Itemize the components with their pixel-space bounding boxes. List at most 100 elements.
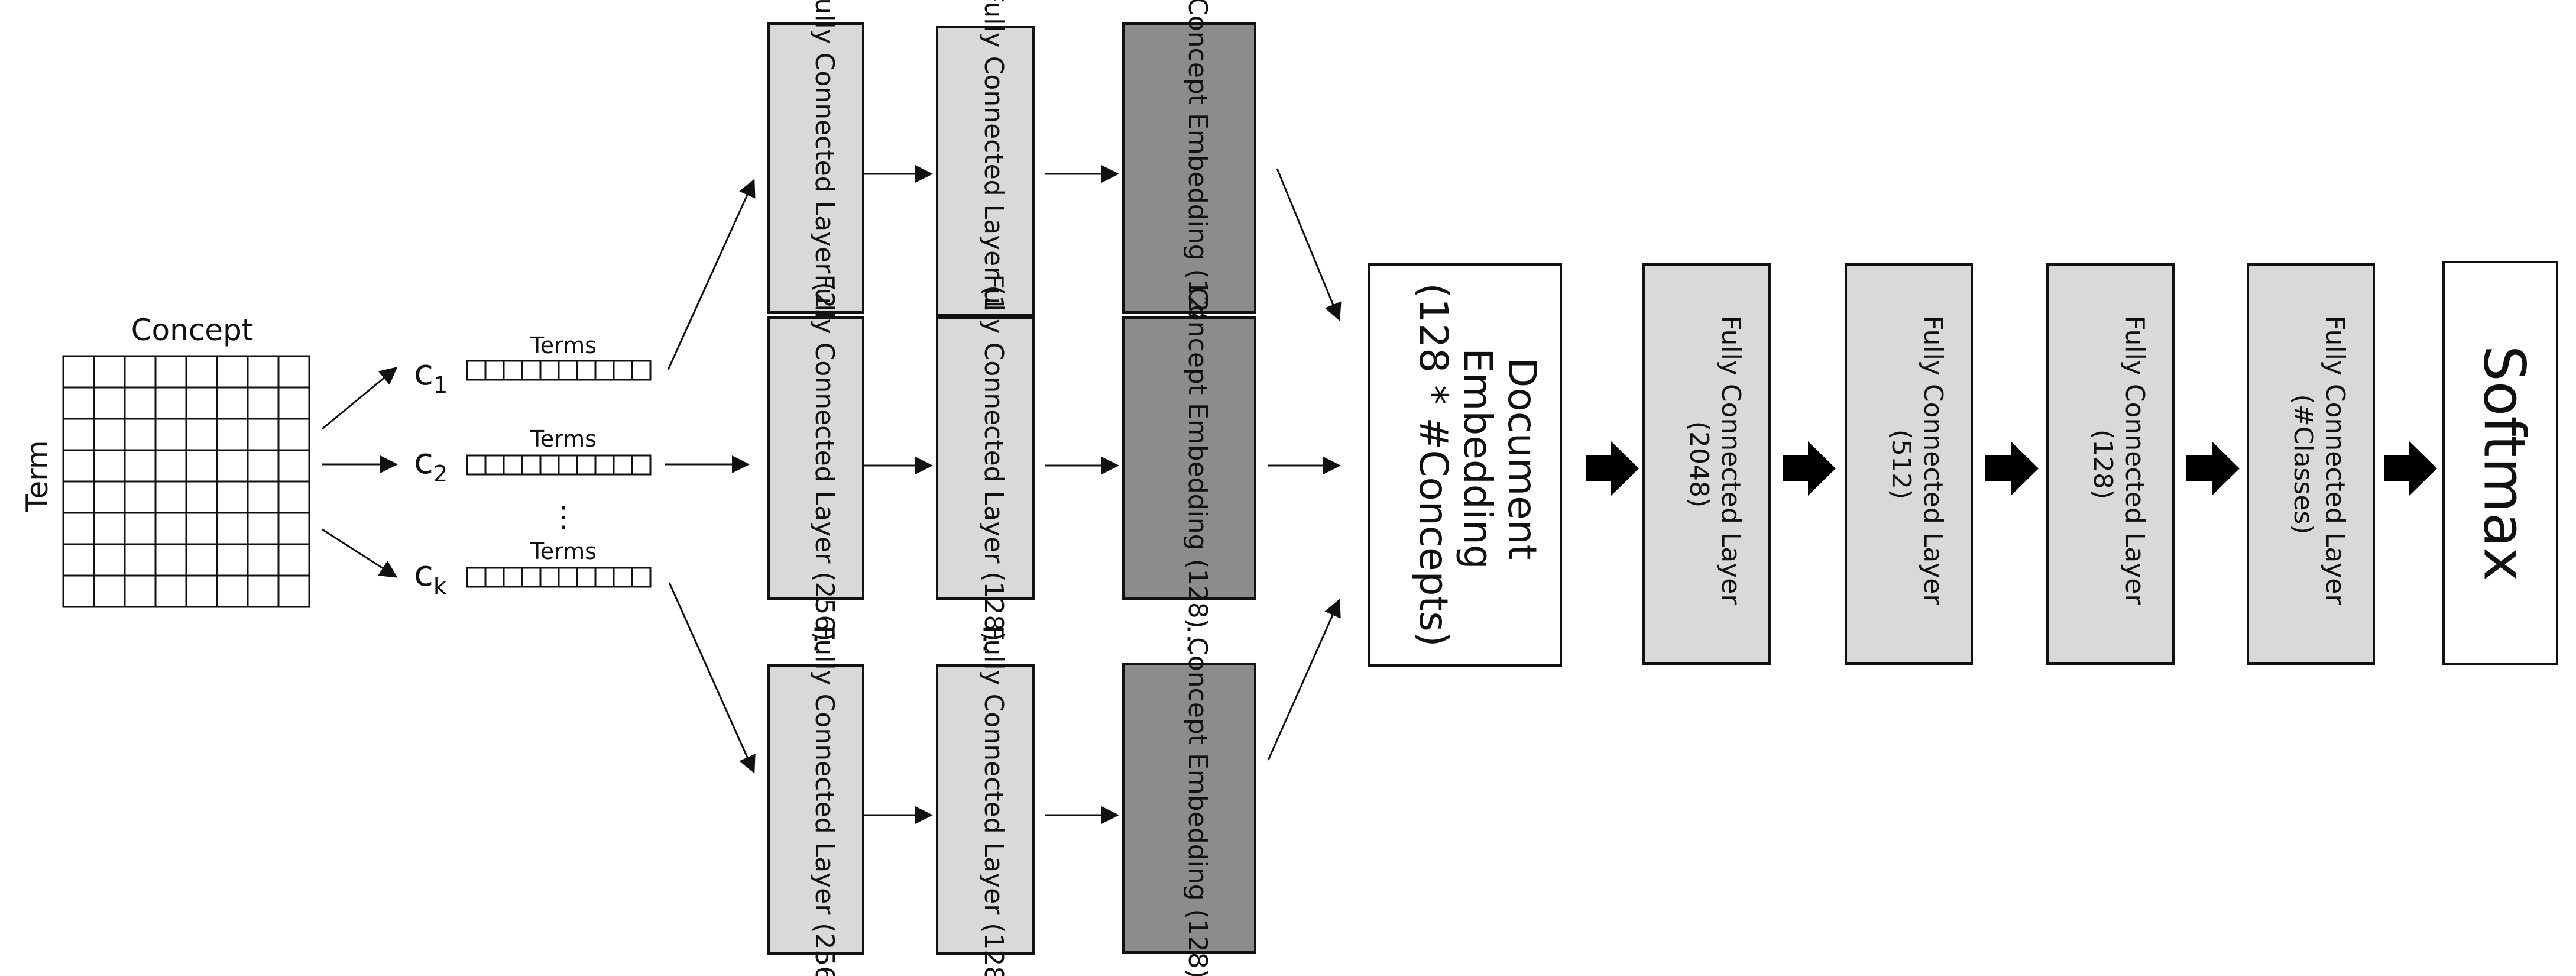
- matrix-cell: [93, 512, 126, 545]
- terms-label: Terms: [530, 426, 597, 452]
- matrix-cell: [93, 480, 126, 514]
- branch-1: Fully Connected Layer (256) Fully Connec…: [767, 0, 1342, 356]
- matrix-cell: [216, 418, 249, 451]
- matrix-cell: [247, 386, 280, 420]
- arrow-ck-to-fc256: [668, 582, 756, 774]
- matrix-cell: [124, 418, 157, 451]
- arrow-embedding-to-document: [1267, 599, 1341, 761]
- matrix-cell: [93, 574, 126, 608]
- softmax-label: Softmax: [2471, 345, 2538, 581]
- concept-embedding-label: Concept Embedding (128): [1182, 637, 1213, 976]
- matrix-cell: [247, 449, 280, 483]
- block-arrow: [2186, 441, 2240, 496]
- term-cell: [539, 360, 560, 381]
- head-layer-4: Fully Connected Layer (#Classes): [2247, 263, 2375, 665]
- terms-vector: [466, 454, 652, 476]
- branch-ellipsis-embedding: ⋮: [1175, 622, 1203, 655]
- fc-label: Fully Connected Layer (2048): [1684, 316, 1746, 613]
- block-arrow: [1783, 441, 1836, 496]
- matrix-cell: [216, 480, 249, 514]
- concept-embedding-label: Concept Embedding (128): [1182, 0, 1213, 339]
- matrix-cell: [216, 512, 249, 545]
- matrix-cell: [124, 512, 157, 545]
- matrix-cell: [124, 480, 157, 514]
- head-arrow-2: [1783, 441, 1836, 496]
- fc-box: [2247, 263, 2375, 665]
- matrix-grid: [62, 355, 310, 608]
- term-cell: [594, 360, 615, 381]
- head-arrow-3: [1985, 441, 2039, 496]
- fc128-box: [936, 664, 1035, 955]
- term-cell: [594, 567, 615, 588]
- matrix-cell: [277, 480, 310, 514]
- head-arrow-1: [1586, 441, 1639, 496]
- concept-embedding-box: [1122, 316, 1256, 600]
- fc256-box: [767, 22, 864, 314]
- head-arrow-4: [2186, 441, 2240, 496]
- branch-ellipsis-fc256: ⋮: [802, 622, 830, 655]
- fc256-box: [767, 316, 864, 600]
- document-embedding-line3: (128 * #Concepts): [1411, 283, 1456, 647]
- matrix-cell: [277, 355, 310, 389]
- concept-ellipsis: ⋮: [549, 500, 578, 534]
- term-cell: [539, 567, 560, 588]
- fc-box: [1845, 263, 1973, 665]
- document-embedding: Document Embedding (128 * #Concepts): [1368, 263, 1562, 667]
- matrix-cell: [247, 512, 280, 545]
- matrix-cell: [216, 543, 249, 577]
- term-cell: [631, 454, 652, 476]
- matrix-cell: [185, 386, 218, 420]
- block-arrow: [2384, 441, 2437, 496]
- matrix-cell: [216, 355, 249, 389]
- matrix-cell: [154, 449, 187, 483]
- concept-row-2: c2 Terms: [322, 426, 750, 487]
- matrix-cell: [124, 574, 157, 608]
- branch-k: Fully Connected Layer (256) Fully Connec…: [767, 599, 1341, 976]
- head-layer-1: Fully Connected Layer (2048): [1642, 263, 1771, 665]
- term-cell: [631, 567, 652, 588]
- fc128-label: Fully Connected Layer (128): [978, 625, 1009, 976]
- arrow-c1-to-fc256: [667, 179, 756, 370]
- term-cell: [613, 567, 633, 588]
- terms-label: Terms: [530, 332, 597, 358]
- document-embedding-label: Document Embedding (128 * #Concepts): [1411, 283, 1545, 647]
- matrix-cell: [154, 574, 187, 608]
- fc256-box: [767, 664, 864, 955]
- matrix-cell: [247, 574, 280, 608]
- term-cell: [503, 567, 523, 588]
- matrix-cell: [247, 418, 280, 451]
- concept-embedding-box: [1122, 22, 1256, 314]
- matrix-cell: [93, 543, 126, 577]
- arrow-embedding-to-document: [1276, 168, 1342, 321]
- matrix-cell: [216, 574, 249, 608]
- term-cell: [558, 360, 578, 381]
- term-cell: [576, 360, 597, 381]
- matrix-cell: [62, 512, 95, 545]
- block-arrow: [1985, 441, 2039, 496]
- terms-vector: [466, 567, 652, 588]
- matrix-cell: [154, 386, 187, 420]
- term-cell: [613, 360, 633, 381]
- concept-row-1: c1 Terms: [322, 179, 756, 430]
- term-cell: [484, 360, 505, 381]
- term-cell: [558, 454, 578, 476]
- matrix-cell: [277, 543, 310, 577]
- matrix-cell: [62, 386, 95, 420]
- matrix-cell: [216, 386, 249, 420]
- term-cell: [466, 567, 487, 588]
- matrix-cell: [216, 449, 249, 483]
- arrow-matrix-to-ck: [322, 528, 398, 578]
- fc-label: Fully Connected Layer (#Classes): [2288, 316, 2350, 613]
- matrix-cell: [124, 386, 157, 420]
- term-cell: [466, 360, 487, 381]
- head-layer-2: Fully Connected Layer (512): [1845, 263, 1973, 665]
- matrix-cell: [247, 543, 280, 577]
- concept-embedding-label: Concept Embedding (128): [1182, 287, 1213, 629]
- branch-2: Fully Connected Layer (256) Fully Connec…: [767, 274, 1341, 642]
- term-cell: [521, 360, 542, 381]
- concept-symbol: c2: [414, 441, 448, 487]
- matrix-cell: [62, 480, 95, 514]
- document-embedding-line1: Document: [1499, 358, 1545, 560]
- matrix-cell: [154, 480, 187, 514]
